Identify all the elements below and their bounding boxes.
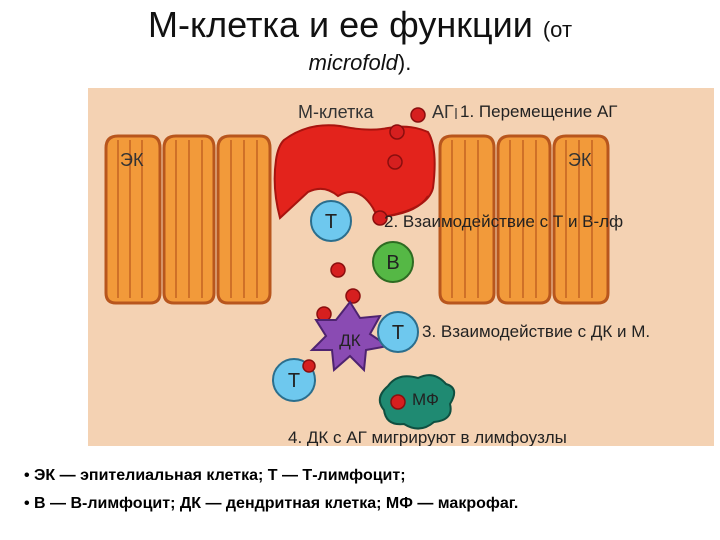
ek-right-label: ЭК <box>568 150 592 170</box>
step-3-label: 3. Взаимодействие с ДК и М. <box>422 322 650 341</box>
b-cell-label: В <box>386 252 399 274</box>
page-subtitle: microfold). <box>0 50 720 76</box>
t-cell-3-label: Т <box>288 370 300 392</box>
page-title: М-клетка и ее функции (от <box>0 4 720 46</box>
antigen <box>387 154 403 170</box>
title-paren-close: ). <box>397 50 412 75</box>
title-main: М-клетка и ее функции <box>147 4 533 45</box>
antigen <box>330 262 346 278</box>
antigen <box>372 210 388 226</box>
legend: • ЭК — эпителиальная клетка; Т — Т-лимфо… <box>24 462 714 518</box>
t-cell <box>310 200 352 242</box>
antigen <box>302 359 316 373</box>
ag-label: АГ <box>432 102 454 122</box>
epithelial-cell <box>496 134 552 305</box>
legend-line-1: • ЭК — эпителиальная клетка; Т — Т-лимфо… <box>24 467 406 484</box>
m-cell-label: М-клетка <box>298 102 374 122</box>
step-2-label: 2. Взаимодействие с Т и В-лф <box>384 212 623 231</box>
ek-left-label: ЭК <box>120 150 144 170</box>
epithelial-cell <box>104 134 162 305</box>
legend-line-2: • В — В-лимфоцит; ДК — дендритная клетка… <box>24 495 519 512</box>
epithelial-cell-stripes-left <box>117 140 258 298</box>
dendritic-cell <box>309 300 391 373</box>
m-cell-diagram: ЭК ЭК М-клетка АГ 1. Перемещение АГ Т 2.… <box>88 88 714 446</box>
antigens <box>316 107 426 322</box>
antigen <box>389 124 405 140</box>
step-4-label: 4. ДК с АГ мигрируют в лимфоузлы <box>288 428 567 446</box>
t-cell-1-label: Т <box>325 211 337 233</box>
epithelial-cell <box>552 134 610 305</box>
m-cell-edge <box>387 195 429 217</box>
b-cell <box>372 241 414 283</box>
t-cell <box>377 311 419 353</box>
antigen <box>390 394 406 410</box>
epithelial-cell-stripes-right <box>451 140 593 298</box>
t-cell-2-label: Т <box>392 322 404 344</box>
antigen <box>316 306 332 322</box>
mf-label: МФ <box>412 390 439 409</box>
title-paren-open: (от <box>542 17 573 42</box>
epithelial-cells-right <box>438 134 610 305</box>
antigen <box>345 288 361 304</box>
title-italic: microfold <box>308 50 398 75</box>
antigen <box>410 107 426 123</box>
dc-label: ДК <box>339 331 361 350</box>
epithelial-cell <box>438 134 496 305</box>
macrophage <box>378 374 456 430</box>
step-1-label: 1. Перемещение АГ <box>460 102 617 121</box>
